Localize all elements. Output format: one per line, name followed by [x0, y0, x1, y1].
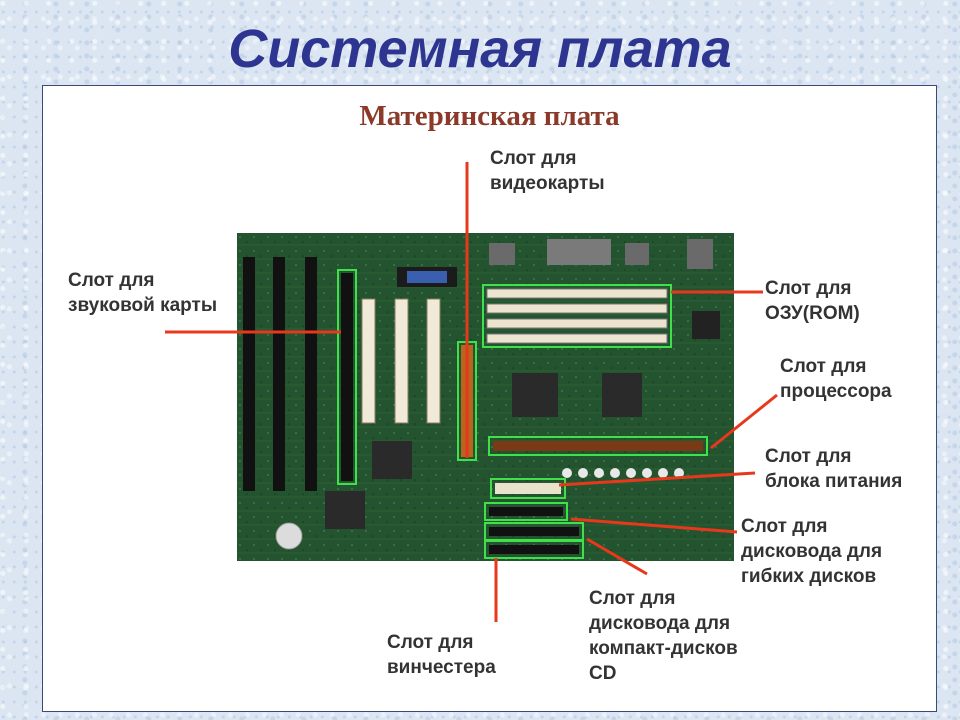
callout-line: звуковой карты [68, 295, 218, 316]
io-connector [489, 243, 515, 265]
callout-line: ОЗУ(ROM) [765, 303, 860, 324]
callout-line: Слот для [741, 516, 828, 537]
cdrom-connector [489, 527, 579, 536]
callout-line: Слот для [387, 632, 474, 653]
callout-cd-drive: Слот для дисковода для компакт-дисков CD [589, 586, 738, 686]
callout-line: Слот для [490, 148, 577, 169]
ram-slot-highlight [482, 284, 672, 348]
callout-line: видеокарты [490, 173, 605, 194]
cmos-battery [275, 522, 303, 550]
callout-line: винчестера [387, 657, 496, 678]
callout-line: блока питания [765, 471, 903, 492]
hdd-connector [489, 545, 579, 554]
callout-line: Слот для [765, 278, 852, 299]
callout-hard-drive: Слот для винчестера [387, 630, 496, 680]
io-connector [687, 239, 713, 269]
ram-slot [486, 288, 668, 299]
chip [325, 491, 365, 529]
floppy-connector-highlight [484, 502, 568, 521]
chipset [602, 373, 642, 417]
pci-slot [426, 298, 441, 424]
io-connector [547, 239, 611, 265]
figure-title: Материнская плата [359, 100, 620, 132]
hdd-connector-highlight [484, 540, 584, 559]
callout-line: CD [589, 663, 617, 684]
callout-line: процессора [780, 381, 892, 402]
isa-slot [341, 273, 353, 481]
callout-line: компакт-дисков [589, 638, 738, 659]
floppy-connector [489, 507, 563, 516]
ram-slot [486, 318, 668, 329]
callout-ram: Слот для ОЗУ(ROM) [765, 276, 860, 326]
callout-line: гибких дисков [741, 566, 877, 587]
pci-slot [361, 298, 376, 424]
cpu-slot-highlight [488, 436, 708, 456]
isa-slot [305, 257, 317, 491]
callout-line: Слот для [765, 446, 852, 467]
chip [372, 441, 412, 479]
callout-cpu: Слот для процессора [780, 354, 892, 404]
callout-power-supply: Слот для блока питания [765, 444, 902, 494]
slide-title: Системная плата [228, 19, 732, 79]
cpu-slot [493, 441, 703, 451]
power-connector [495, 483, 561, 494]
sound-slot-highlight [337, 269, 357, 485]
agp-slot [461, 345, 473, 457]
callout-floppy-drive: Слот для дисковода для гибких дисков [741, 514, 882, 589]
callout-sound-card: Слот для звуковой карты [68, 268, 217, 318]
ram-slot [486, 303, 668, 314]
isa-slot [243, 257, 255, 491]
motherboard-figure: Материнская плата [42, 85, 937, 712]
callout-line: Слот для [589, 588, 676, 609]
motherboard-image [237, 233, 734, 561]
callout-line: Слот для [780, 356, 867, 377]
callout-line: Слот для [68, 270, 155, 291]
ram-slot [486, 333, 668, 344]
io-connector [625, 243, 649, 265]
callout-video-card: Слот для видеокарты [490, 146, 605, 196]
callout-line: дисковода для [741, 541, 883, 562]
chipset [512, 373, 558, 417]
jumper-block [692, 311, 720, 339]
power-connector-highlight [490, 478, 566, 499]
pci-slot [394, 298, 409, 424]
isa-slot [273, 257, 285, 491]
callout-line: дисковода для [589, 613, 731, 634]
